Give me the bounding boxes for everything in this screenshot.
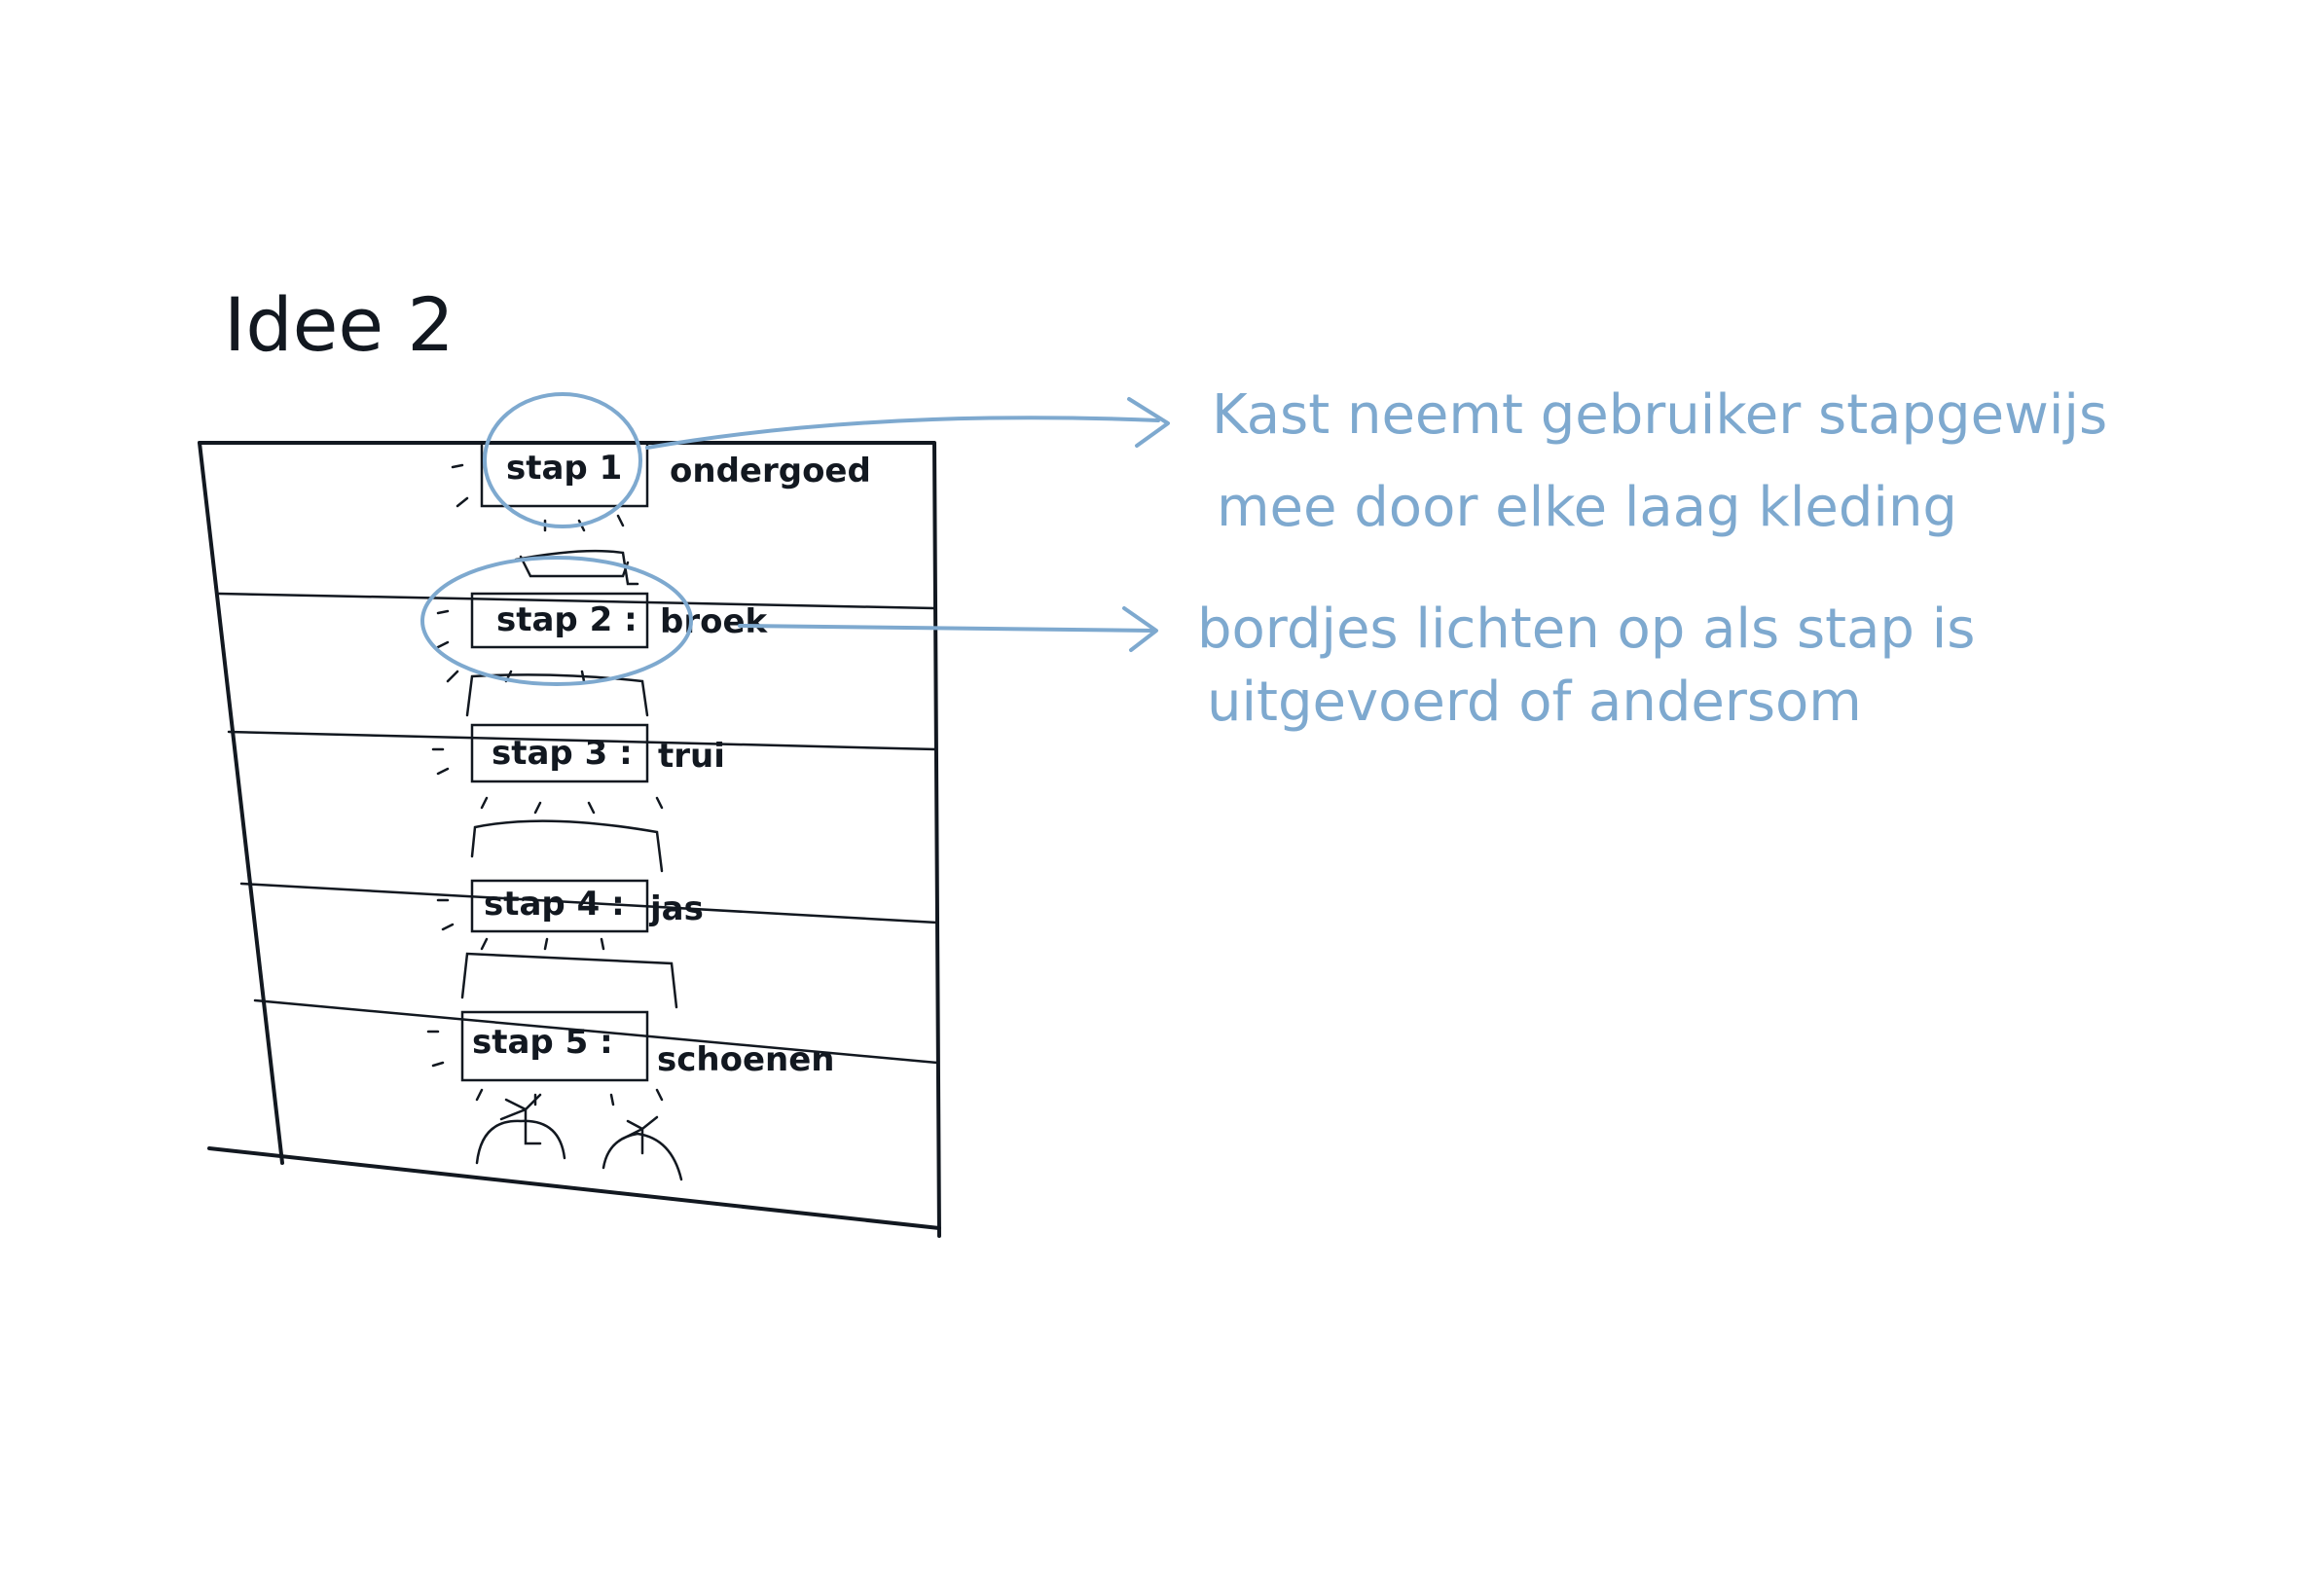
step-4: stap 4 : jas [470, 879, 704, 933]
shoes-icon [475, 1093, 683, 1181]
step-4-sign [470, 879, 649, 933]
annotation-note-1: Kast neemt gebruiker stapgewijs mee door… [1212, 383, 2107, 539]
step-1-sign [480, 441, 649, 508]
step-list: stap 1 ondergoed stap 2 : broek stap 3 :… [460, 441, 871, 1082]
step-5-sign [460, 1010, 649, 1082]
step-2-sign [470, 592, 649, 649]
annotation-1-line-2: mee door elke laag kleding [1217, 476, 1957, 539]
step-5-label: stap 5 : [472, 1023, 613, 1062]
step-5: stap 5 : schoenen [460, 1010, 834, 1082]
step-5-item: schoenen [657, 1040, 834, 1079]
step-4-label: stap 4 : [484, 885, 625, 924]
step-2-label: stap 2 : [496, 600, 638, 639]
annotation-note-2: bordjes lichten op als stap is uitgevoer… [1197, 598, 1975, 734]
step-3: stap 3 : trui [470, 723, 725, 783]
wardrobe [198, 441, 941, 1238]
shelf-1 [217, 592, 936, 610]
step-3-sign [470, 723, 649, 783]
highlight-circle-step-1 [483, 392, 642, 528]
step-1-item: ondergoed [670, 452, 871, 490]
step-1-label: stap 1 [506, 449, 622, 488]
shelf-4 [253, 998, 939, 1065]
arrow-2-head [1122, 606, 1158, 652]
step-2: stap 2 : broek [470, 592, 769, 649]
shelf-3 [239, 882, 939, 925]
sketch-title: Idee 2 [224, 281, 455, 368]
arrow-1-head [1127, 397, 1170, 448]
highlight-circle-step-2 [420, 556, 693, 686]
step-2-item: broek [660, 602, 769, 641]
light-rays [426, 463, 664, 1106]
arrow-2-line [738, 624, 1155, 633]
annotation-1-line-1: Kast neemt gebruiker stapgewijs [1212, 383, 2107, 447]
annotation-2-line-1: bordjes lichten op als stap is [1197, 598, 1975, 661]
arrow-1-line [645, 416, 1160, 450]
annotation-2-line-2: uitgevoerd of andersom [1207, 671, 1862, 734]
step-4-item: jas [648, 889, 704, 928]
step-3-item: trui [658, 737, 725, 776]
annotation-markup [420, 392, 1170, 686]
step-1: stap 1 ondergoed [480, 441, 871, 508]
step-3-label: stap 3 : [492, 734, 633, 773]
shelf-2 [227, 730, 938, 751]
